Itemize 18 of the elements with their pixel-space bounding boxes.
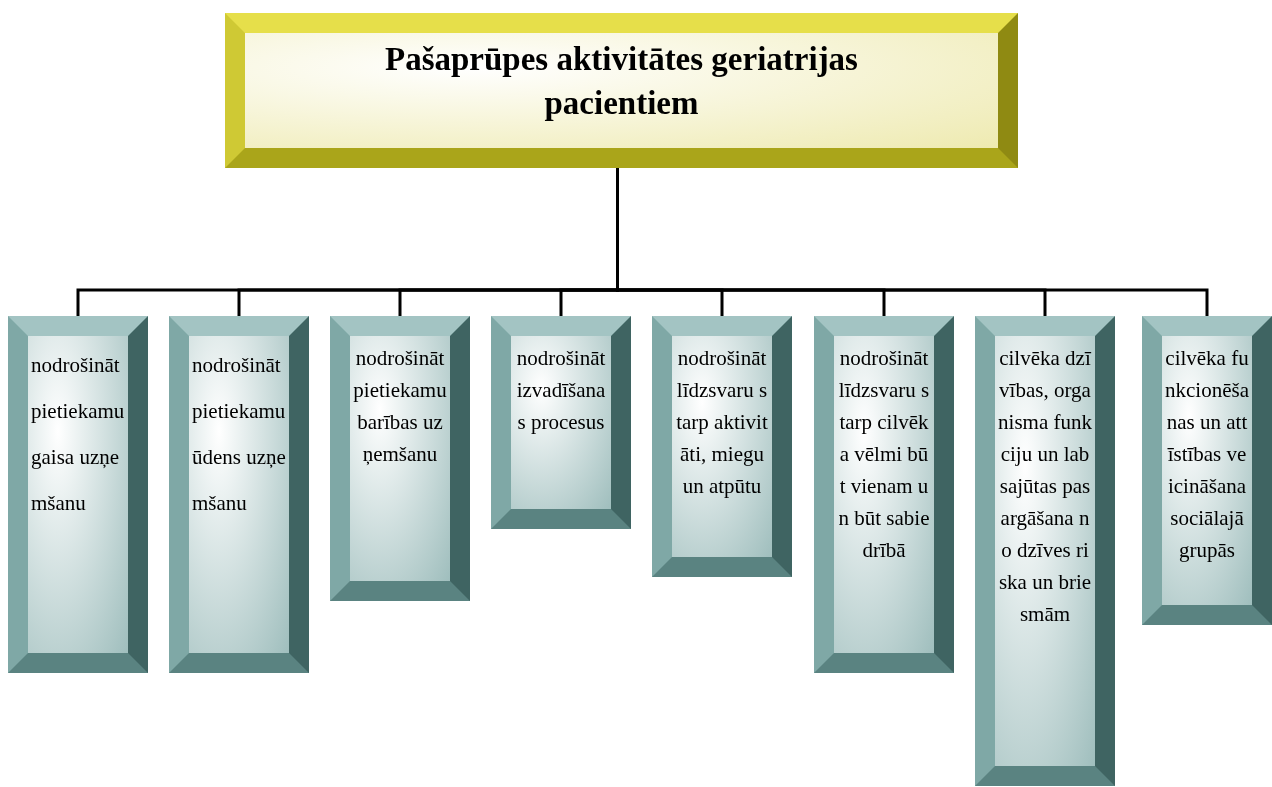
box-text: nodrošināt līdzsvaru starp aktivitāti, miegu un atpūtu <box>675 345 769 500</box>
process-box <box>169 316 309 673</box>
box-text: nodrošināt pietiekamu barības uzņemšanu <box>353 345 447 468</box>
process-box <box>491 316 631 529</box>
process-box <box>975 316 1115 786</box>
process-box <box>652 316 792 577</box>
process-box <box>814 316 954 673</box>
title-box <box>225 13 1018 168</box>
box-text: nodrošināt izvadīšanas procesus <box>515 345 607 436</box>
box-text: nodrošināt līdzsvaru starp cilvēka vēlmi būt vienam un būt sabiedrībā <box>837 345 931 564</box>
process-box <box>330 316 470 601</box>
box-text: nodrošināt pietiekamu gaisa uzņemšanu <box>31 352 125 517</box>
box-text: cilvēka dzīvības, organisma funkciju un labsajūtas pasargāšana no dzīves riska un briesmām <box>998 345 1092 628</box>
box-text: Pašaprūpes aktivitātes geriatrijas pacientiem <box>384 40 859 123</box>
process-box <box>8 316 148 673</box>
box-text: cilvēka funkcionēšanas un attīstības veicināšana sociālajā grupās <box>1165 345 1249 564</box>
box-text: nodrošināt pietiekamu ūdens uzņemšanu <box>192 352 286 517</box>
process-box <box>1142 316 1272 625</box>
